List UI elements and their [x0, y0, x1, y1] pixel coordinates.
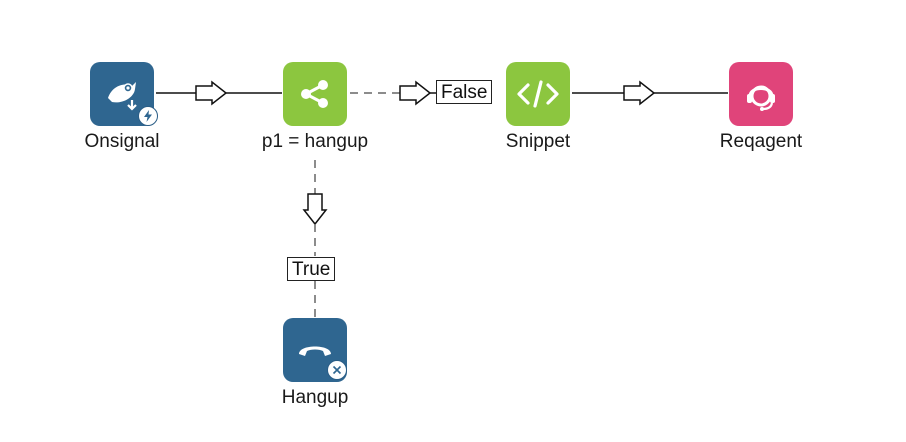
condition-node[interactable]: [283, 62, 347, 126]
connector-p1-to-hangup: [302, 160, 328, 318]
code-icon: [517, 80, 559, 108]
onsignal-label: Onsignal: [84, 131, 160, 152]
headset-icon: [747, 85, 775, 111]
snippet-node[interactable]: [506, 62, 570, 126]
arrow-right-icon: [399, 80, 432, 106]
arrow-right-icon: [623, 80, 656, 106]
arrow-down-icon: [302, 193, 328, 226]
reqagent-label: Reqagent: [719, 131, 803, 152]
connector-p1-to-snippet: [350, 80, 436, 106]
close-badge-icon: [327, 360, 347, 380]
hangup-phone-icon: [299, 346, 331, 356]
onsignal-node[interactable]: [90, 62, 158, 126]
connector-snippet-to-reqagent: [572, 80, 728, 106]
lightning-badge-icon: [138, 106, 158, 126]
hangup-label: Hangup: [281, 387, 349, 408]
reqagent-node[interactable]: [729, 62, 793, 126]
arrow-right-icon: [195, 80, 228, 106]
false-branch-label: False: [436, 80, 493, 104]
connector-onsignal-to-p1: [156, 80, 282, 106]
signal-bird-icon: [108, 82, 137, 111]
branch-share-icon: [301, 80, 328, 108]
hangup-node[interactable]: [283, 318, 347, 382]
condition-label: p1 = hangup: [261, 131, 369, 152]
true-branch-label: True: [287, 257, 336, 281]
snippet-label: Snippet: [505, 131, 571, 152]
